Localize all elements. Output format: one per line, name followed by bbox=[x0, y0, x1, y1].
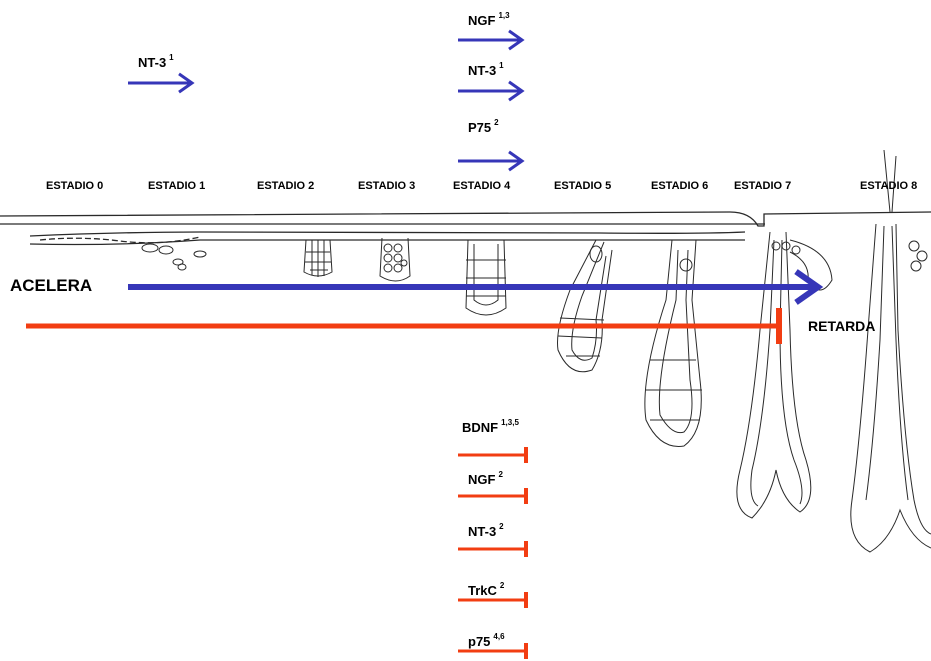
retarda-label: RETARDA bbox=[808, 318, 876, 334]
stage-label-2: ESTADIO 2 bbox=[257, 180, 315, 192]
stage-label-1: ESTADIO 1 bbox=[148, 180, 206, 192]
accel-arrow-early-head bbox=[178, 72, 195, 94]
stage-label-3: ESTADIO 3 bbox=[358, 180, 416, 192]
stage1-placode bbox=[141, 243, 207, 271]
stage5-follicle bbox=[557, 239, 613, 373]
stage8-follicle bbox=[850, 149, 931, 553]
stage-label-5: ESTADIO 5 bbox=[554, 180, 612, 192]
stage-label-4: ESTADIO 4 bbox=[453, 180, 511, 192]
accelera-arrow-head bbox=[794, 269, 824, 305]
stage3-bud bbox=[379, 237, 411, 282]
stage7-follicle bbox=[736, 231, 833, 519]
accel-arrow-1-head bbox=[508, 29, 525, 51]
stage-label-0: ESTADIO 0 bbox=[46, 180, 104, 192]
stage6-follicle bbox=[644, 239, 702, 447]
stage-label-7: ESTADIO 7 bbox=[734, 180, 792, 192]
stage-label-8: ESTADIO 8 bbox=[860, 180, 918, 192]
epidermis bbox=[0, 211, 931, 246]
accelera-label: ACELERA bbox=[10, 276, 93, 295]
accel-arrow-2-head bbox=[508, 80, 525, 102]
accel-arrow-3-head bbox=[508, 150, 525, 172]
stage-label-6: ESTADIO 6 bbox=[651, 180, 709, 192]
stage4-peg bbox=[465, 239, 507, 316]
stage2-bud bbox=[303, 239, 333, 277]
